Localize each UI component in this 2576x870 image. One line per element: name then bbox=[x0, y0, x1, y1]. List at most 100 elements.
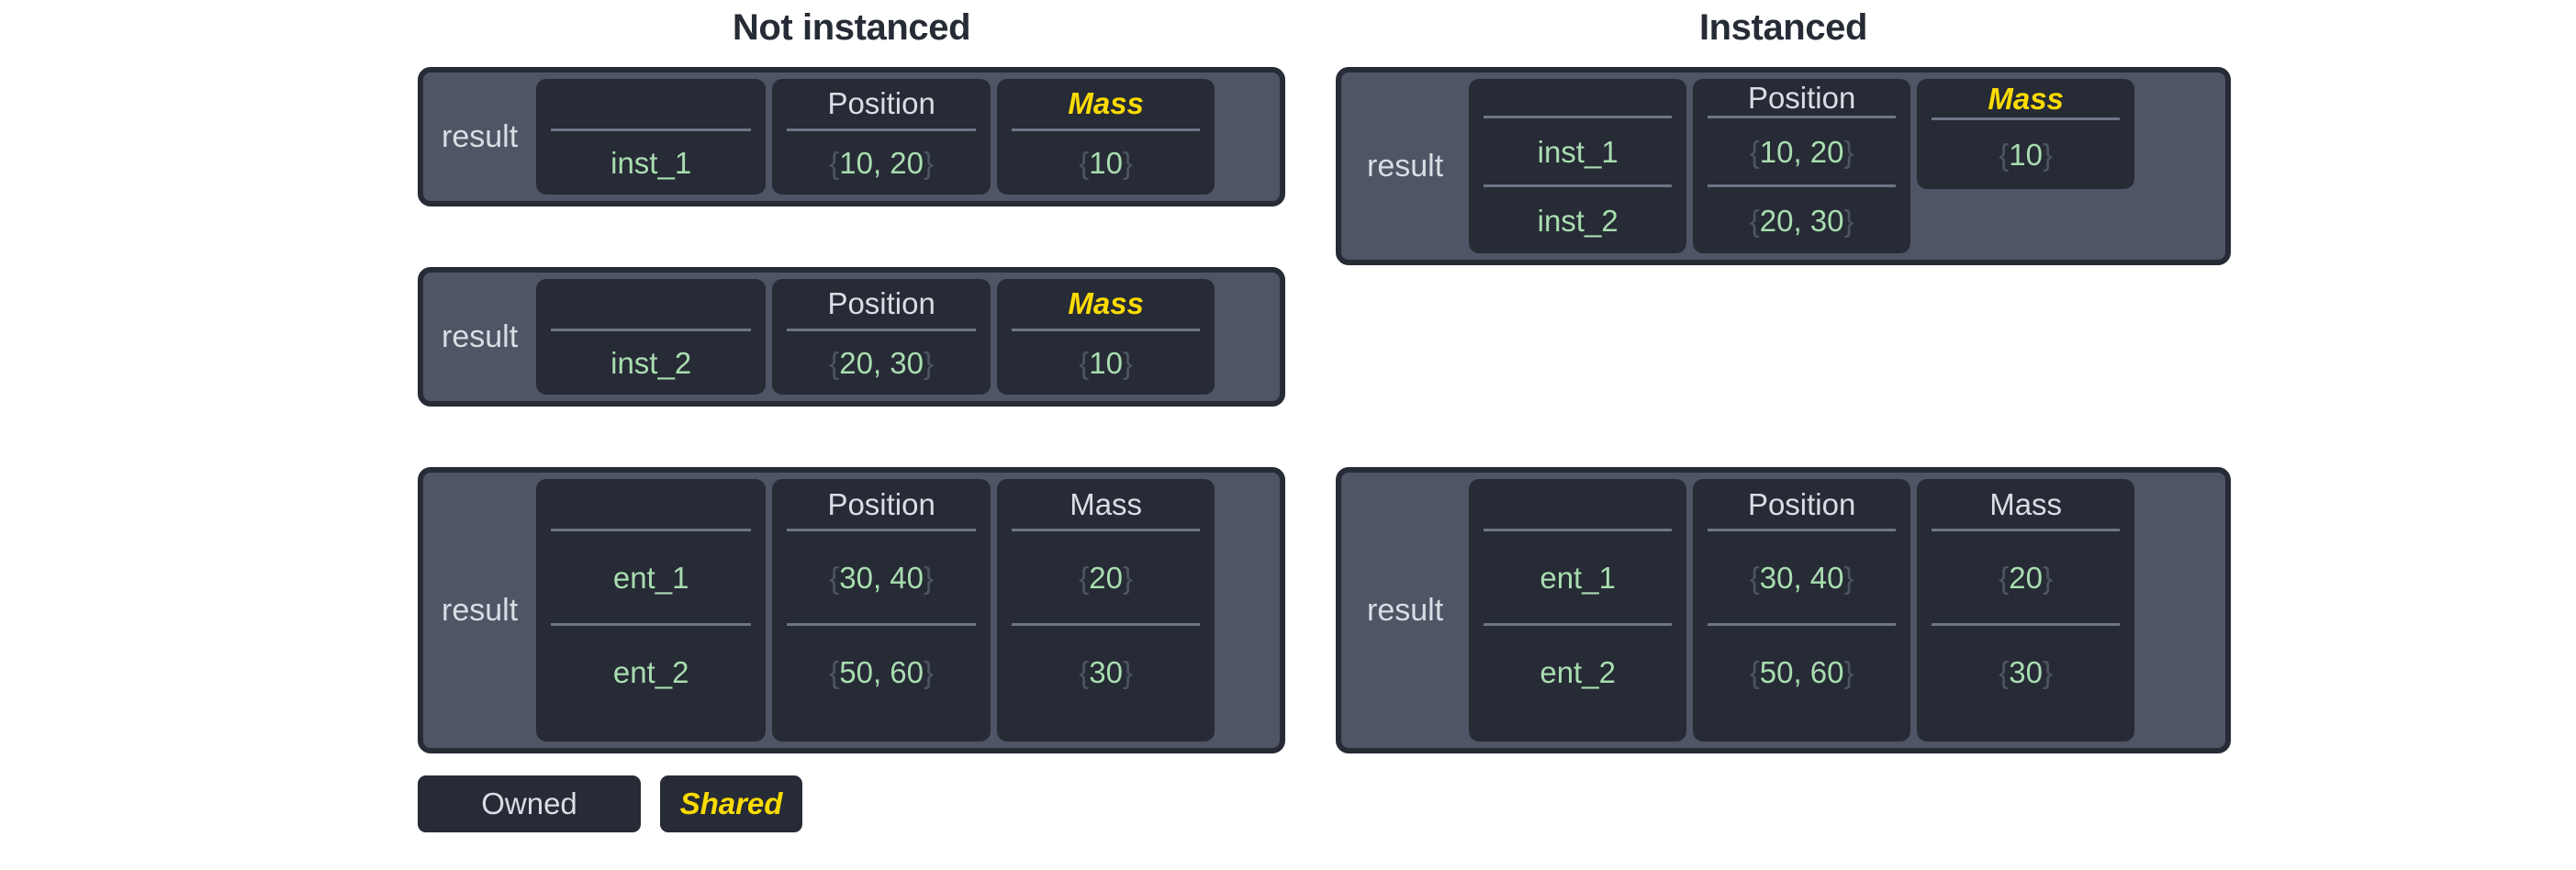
brace-close: } bbox=[1123, 145, 1134, 180]
result-box-instanced-entities: result ent_1 ent_2 Position {30, 40} {50… bbox=[1336, 467, 2231, 753]
mass-value: 30 bbox=[2009, 654, 2043, 689]
cell-position: {50, 60} bbox=[1708, 623, 1897, 718]
position-value: 50, 60 bbox=[1759, 654, 1844, 689]
cell-entity-name: ent_1 bbox=[551, 529, 752, 623]
legend: Owned Shared bbox=[418, 775, 802, 832]
mass-value: 30 bbox=[1089, 654, 1123, 689]
cell-position: {50, 60} bbox=[787, 623, 977, 718]
column-position: Position {10, 20} bbox=[772, 79, 991, 195]
brace-open: { bbox=[1079, 345, 1090, 380]
column-position: Position {20, 30} bbox=[772, 279, 991, 395]
column-position: Position {30, 40} {50, 60} bbox=[1693, 479, 1911, 742]
brace-close: } bbox=[2043, 654, 2054, 689]
column-position: Position {30, 40} {50, 60} bbox=[772, 479, 991, 742]
cell-entity-name: inst_2 bbox=[551, 328, 752, 395]
brace-open: { bbox=[1079, 145, 1090, 180]
mass-value: 20 bbox=[2009, 560, 2043, 595]
cell-entity-name: inst_2 bbox=[1484, 184, 1673, 253]
column-mass: Mass {20} {30} bbox=[1917, 479, 2135, 742]
result-box-not-instanced-entities: result ent_1 ent_2 Position {30, 40} {50… bbox=[418, 467, 1285, 753]
position-value: 10, 20 bbox=[839, 145, 924, 180]
brace-close: } bbox=[2043, 560, 2054, 595]
column-header-name bbox=[1484, 479, 1672, 529]
cell-mass: {20} bbox=[1012, 529, 1201, 623]
brace-open: { bbox=[1749, 654, 1760, 689]
result-box-instanced-instances: result inst_1 inst_2 Position {10, 20} {… bbox=[1336, 67, 2231, 265]
cell-entity-name: inst_1 bbox=[1484, 116, 1673, 184]
panel-title-instanced: Instanced bbox=[1698, 7, 1868, 48]
column-header-name bbox=[1484, 79, 1672, 116]
cell-position: {20, 30} bbox=[787, 328, 977, 395]
column-entity-name: ent_1 ent_2 bbox=[536, 479, 767, 742]
cell-mass: {10} bbox=[1012, 328, 1201, 395]
column-entity-name: inst_2 bbox=[536, 279, 767, 395]
column-header-position: Position bbox=[1747, 80, 1856, 115]
column-entity-name: ent_1 ent_2 bbox=[1469, 479, 1687, 742]
column-header-mass: Mass bbox=[1068, 86, 1144, 121]
brace-open: { bbox=[1749, 560, 1760, 595]
legend-chip-shared: Shared bbox=[660, 775, 802, 832]
column-header-position: Position bbox=[1747, 486, 1856, 521]
brace-close: } bbox=[924, 654, 935, 689]
brace-open: { bbox=[1749, 203, 1760, 238]
brace-open: { bbox=[1079, 654, 1090, 689]
result-label: result bbox=[442, 118, 519, 154]
cell-position: {10, 20} bbox=[787, 128, 977, 195]
component-columns: ent_1 ent_2 Position {30, 40} {50, 60} M… bbox=[1469, 473, 2225, 748]
brace-open: { bbox=[829, 560, 840, 595]
component-columns: inst_1 Position {10, 20} Mass {10} bbox=[536, 72, 1280, 201]
brace-close: } bbox=[924, 560, 935, 595]
cell-entity-name: ent_1 bbox=[1484, 529, 1673, 623]
brace-close: } bbox=[1123, 654, 1134, 689]
component-columns: inst_2 Position {20, 30} Mass {10} bbox=[536, 273, 1280, 401]
column-header-mass: Mass bbox=[1989, 486, 2063, 521]
column-mass-shared: Mass {10} bbox=[1917, 79, 2135, 189]
column-mass: Mass {20} {30} bbox=[997, 479, 1215, 742]
position-value: 20, 30 bbox=[1759, 203, 1844, 238]
brace-close: } bbox=[1843, 134, 1854, 169]
result-box-not-instanced-inst1: result inst_1 Position {10, 20} Mass {10… bbox=[418, 67, 1285, 206]
brace-close: } bbox=[1843, 654, 1854, 689]
brace-open: { bbox=[1999, 654, 2010, 689]
column-header-position: Position bbox=[827, 86, 935, 121]
cell-entity-name: ent_2 bbox=[1484, 623, 1673, 718]
brace-close: } bbox=[1123, 560, 1134, 595]
brace-open: { bbox=[829, 345, 840, 380]
cell-entity-name: ent_2 bbox=[551, 623, 752, 718]
column-header-name bbox=[551, 479, 751, 529]
panel-title-not-instanced: Not instanced bbox=[732, 7, 971, 48]
cell-position: {20, 30} bbox=[1708, 184, 1897, 253]
brace-open: { bbox=[1749, 134, 1760, 169]
brace-open: { bbox=[1079, 560, 1090, 595]
brace-close: } bbox=[924, 345, 935, 380]
position-value: 10, 20 bbox=[1759, 134, 1844, 169]
position-value: 20, 30 bbox=[839, 345, 924, 380]
brace-open: { bbox=[829, 654, 840, 689]
result-label: result bbox=[1367, 148, 1444, 184]
position-value: 50, 60 bbox=[839, 654, 924, 689]
mass-value: 20 bbox=[1089, 560, 1123, 595]
result-box-not-instanced-inst2: result inst_2 Position {20, 30} Mass {10… bbox=[418, 267, 1285, 407]
cell-position: {30, 40} bbox=[1708, 529, 1897, 623]
column-entity-name: inst_1 bbox=[536, 79, 767, 195]
column-header-mass: Mass bbox=[1988, 81, 2064, 116]
column-header-position: Position bbox=[827, 486, 935, 521]
column-header-mass: Mass bbox=[1068, 286, 1144, 321]
mass-value: 10 bbox=[2009, 138, 2043, 172]
cell-mass: {10} bbox=[1012, 128, 1201, 195]
column-header-position: Position bbox=[827, 286, 935, 321]
cell-mass: {30} bbox=[1932, 623, 2121, 718]
brace-open: { bbox=[1999, 560, 2010, 595]
column-mass: Mass {10} bbox=[997, 79, 1215, 195]
cell-position: {30, 40} bbox=[787, 529, 977, 623]
position-value: 30, 40 bbox=[839, 560, 924, 595]
result-label: result bbox=[1367, 592, 1444, 628]
cell-mass: {10} bbox=[1932, 117, 2121, 189]
cell-entity-name: inst_1 bbox=[551, 128, 752, 195]
result-label: result bbox=[442, 318, 519, 354]
brace-open: { bbox=[1999, 138, 2010, 172]
brace-close: } bbox=[924, 145, 935, 180]
brace-open: { bbox=[829, 145, 840, 180]
brace-close: } bbox=[1843, 560, 1854, 595]
component-columns: inst_1 inst_2 Position {10, 20} {20, 30}… bbox=[1469, 72, 2225, 260]
